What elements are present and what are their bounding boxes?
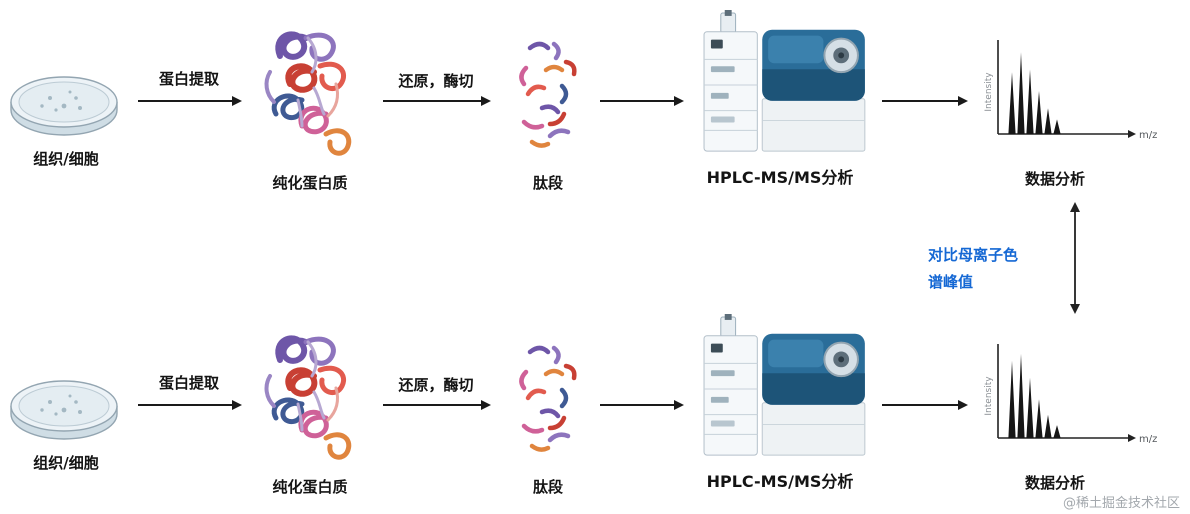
peptides-label: 肽段 bbox=[532, 478, 563, 496]
spectrum-x-axis-label: m/z bbox=[1139, 130, 1157, 141]
arrow-right-icon bbox=[600, 400, 684, 410]
peptide-fragments-image bbox=[502, 338, 597, 460]
peptides-label: 肽段 bbox=[532, 174, 563, 192]
compare-note-line1: 对比母离子色 bbox=[928, 246, 1019, 264]
protein-structure-image bbox=[250, 22, 365, 162]
peptide-fragments-image bbox=[502, 34, 597, 156]
spectrum-peaks bbox=[1008, 52, 1061, 134]
compare-precursor-note: 对比母离子色 谱峰值 bbox=[928, 242, 1046, 296]
data-analysis-label: 数据分析 bbox=[1024, 170, 1085, 188]
workflow-row-2: 组织/细胞 蛋白提取 纯化蛋白质 还原，酶切 肽段 HPLC-MS/MS分析 I… bbox=[0, 312, 1190, 514]
arrow-right-icon bbox=[138, 96, 242, 106]
hplc-ms-instrument-image bbox=[690, 314, 870, 462]
digestion-step-label: 还原，酶切 bbox=[398, 376, 474, 394]
arrow-right-icon bbox=[882, 400, 968, 410]
hplc-ms-analysis-label: HPLC-MS/MS分析 bbox=[706, 168, 854, 187]
hplc-ms-instrument-image bbox=[690, 10, 870, 158]
spectrum-y-axis-label: Intensity bbox=[984, 376, 994, 416]
double-arrow-vertical-icon bbox=[1070, 202, 1080, 314]
sample-label: 组织/细胞 bbox=[33, 454, 99, 472]
spectrum-y-axis-label: Intensity bbox=[984, 72, 994, 112]
protein-structure-image bbox=[250, 326, 365, 466]
protein-extraction-step-label: 蛋白提取 bbox=[158, 374, 219, 392]
arrow-right-icon bbox=[138, 400, 242, 410]
compare-note-line2: 谱峰值 bbox=[928, 273, 974, 291]
petri-dish-image bbox=[8, 364, 120, 444]
purified-protein-label: 纯化蛋白质 bbox=[272, 478, 348, 496]
mass-spectrum-chart: Intensity m/z bbox=[984, 40, 1157, 141]
workflow-row-1: 组织/细胞 蛋白提取 纯化蛋白质 还原，酶切 肽段 HPLC-MS/MS分析 I… bbox=[0, 8, 1190, 218]
hplc-ms-analysis-label: HPLC-MS/MS分析 bbox=[706, 472, 854, 491]
watermark: @稀土掘金技术社区 bbox=[1062, 496, 1180, 511]
purified-protein-label: 纯化蛋白质 bbox=[272, 174, 348, 192]
data-analysis-label: 数据分析 bbox=[1024, 474, 1085, 492]
petri-dish-image bbox=[8, 60, 120, 140]
arrow-right-icon bbox=[383, 96, 491, 106]
digestion-step-label: 还原，酶切 bbox=[398, 72, 474, 90]
spectrum-x-axis-label: m/z bbox=[1139, 434, 1157, 445]
arrow-right-icon bbox=[383, 400, 491, 410]
protein-extraction-step-label: 蛋白提取 bbox=[158, 70, 219, 88]
arrow-right-icon bbox=[882, 96, 968, 106]
spectrum-peaks bbox=[1008, 353, 1061, 438]
sample-label: 组织/细胞 bbox=[33, 150, 99, 168]
mass-spectrum-chart: Intensity m/z bbox=[984, 344, 1157, 445]
arrow-right-icon bbox=[600, 96, 684, 106]
